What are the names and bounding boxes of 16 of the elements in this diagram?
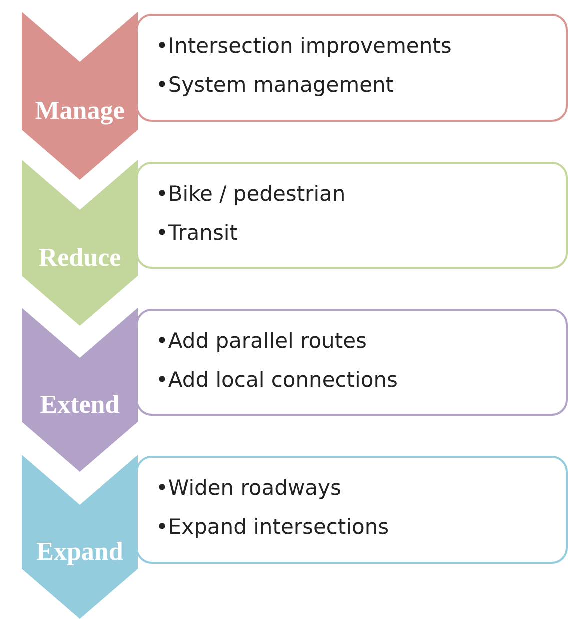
text-box — [136, 14, 568, 122]
bullet-item: •Intersection improvements — [156, 34, 452, 58]
bullet-item: •Bike / pedestrian — [156, 182, 346, 206]
step-label: Extend — [39, 390, 121, 420]
text-box — [136, 456, 568, 564]
step-label: Manage — [34, 96, 126, 126]
step-label: Expand — [36, 537, 124, 567]
step-label: Reduce — [38, 243, 122, 273]
bullet-item: •Add parallel routes — [156, 329, 367, 353]
bullet-item: •Add local connections — [156, 368, 398, 392]
bullet-item: •System management — [156, 73, 394, 97]
text-box — [136, 309, 568, 416]
text-box — [136, 162, 568, 269]
bullet-item: •Expand intersections — [156, 515, 390, 539]
bullet-item: •Transit — [156, 221, 238, 245]
bullet-item: •Widen roadways — [156, 476, 342, 500]
